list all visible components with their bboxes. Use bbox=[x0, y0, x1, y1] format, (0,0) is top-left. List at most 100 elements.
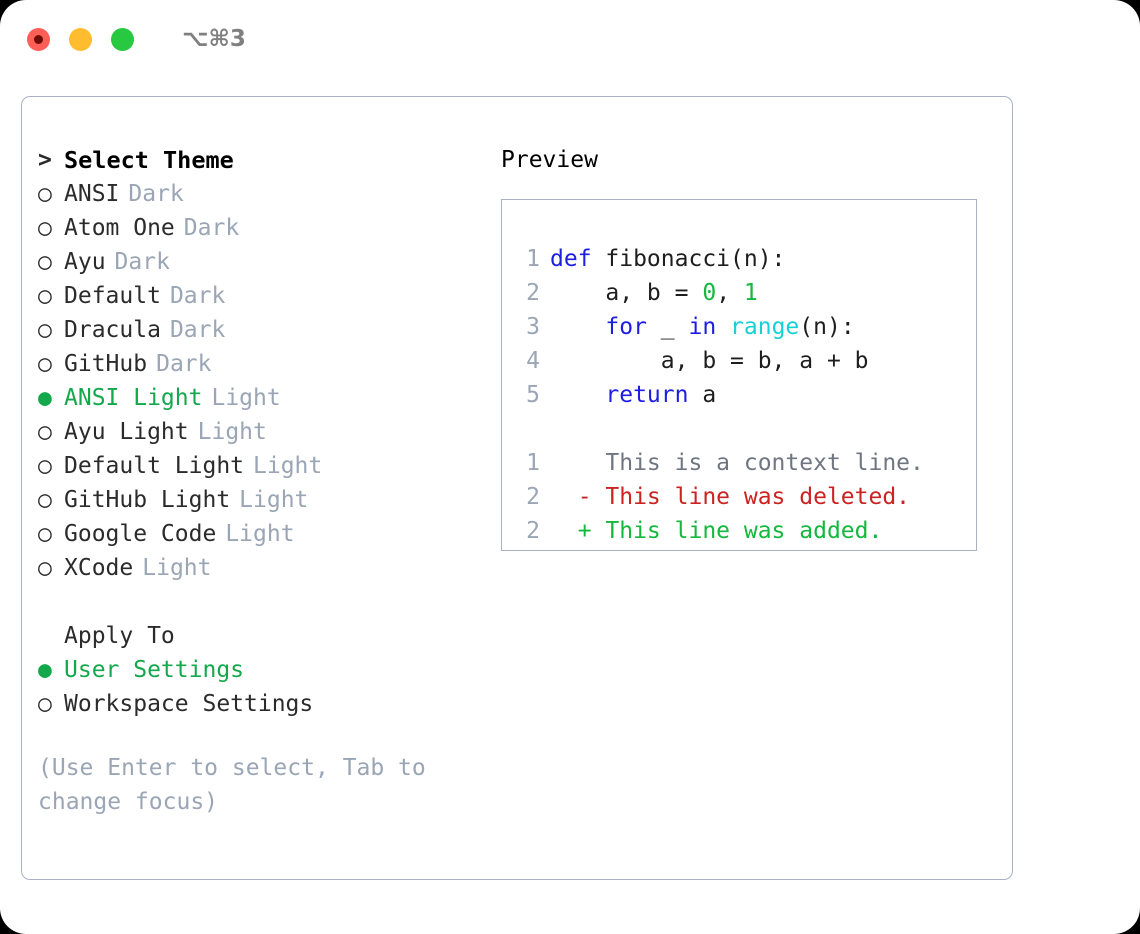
theme-variant-label: Light bbox=[142, 555, 212, 581]
theme-list-item[interactable]: ○Ayu Light Light bbox=[38, 415, 488, 449]
theme-list-item[interactable]: ○Default Dark bbox=[38, 279, 488, 313]
code-line: 5 return a bbox=[502, 378, 976, 412]
theme-list-item[interactable]: ○ Atom One Dark bbox=[38, 211, 488, 245]
theme-list-item[interactable]: ○ ANSI Dark bbox=[38, 177, 488, 211]
radio-selected-icon: ● bbox=[38, 657, 52, 683]
theme-variant-label: Dark bbox=[128, 181, 184, 207]
radio-unselected-icon: ○ bbox=[38, 215, 52, 241]
theme-name-label: ANSI bbox=[64, 181, 120, 207]
titlebar: ⌥⌘3 bbox=[0, 0, 1140, 78]
radio-unselected-icon: ○ bbox=[38, 181, 52, 207]
theme-list-item[interactable]: ○ Default Light Light bbox=[38, 449, 488, 483]
preview-title: Preview bbox=[501, 147, 598, 173]
diff-sample: 1 This is a context line.2 - This line w… bbox=[502, 446, 976, 548]
select-theme-heading-label: Select Theme bbox=[64, 146, 234, 174]
label-spacer bbox=[216, 521, 225, 547]
code-token bbox=[550, 314, 605, 340]
code-token: 1 bbox=[743, 280, 758, 306]
apply-to-option-label: User Settings bbox=[64, 657, 245, 683]
code-token: a, b = b, a + b bbox=[550, 348, 869, 374]
radio-unselected-icon: ○ bbox=[38, 249, 52, 275]
close-button[interactable] bbox=[27, 27, 50, 51]
diff-marker bbox=[550, 450, 592, 476]
theme-list-item[interactable]: ○GitHub Light Light bbox=[38, 483, 488, 517]
code-diff-gap bbox=[502, 412, 976, 446]
label-spacer bbox=[161, 317, 170, 343]
code-line: 2 a, b = 0, 1 bbox=[502, 276, 976, 310]
theme-name-label: GitHub bbox=[64, 351, 148, 377]
maximize-button[interactable] bbox=[111, 27, 134, 51]
theme-list-item[interactable]: ○ Dracula Dark bbox=[38, 313, 488, 347]
radio-unselected-icon: ○ bbox=[38, 351, 52, 377]
code-token: fibonacci(n): bbox=[591, 246, 786, 272]
apply-to-option-label: Workspace Settings bbox=[64, 691, 314, 717]
diff-line: 1 This is a context line. bbox=[502, 446, 976, 480]
theme-variant-label: Light bbox=[239, 487, 309, 513]
line-number: 3 bbox=[526, 314, 540, 340]
theme-variant-label: Dark bbox=[114, 249, 170, 275]
radio-unselected-icon: ○ bbox=[38, 487, 52, 513]
diff-text: This line was deleted. bbox=[591, 484, 911, 510]
minimize-button[interactable] bbox=[69, 27, 92, 51]
select-theme-heading: >Select Theme bbox=[38, 143, 488, 177]
theme-name-label: Default Light bbox=[64, 453, 245, 479]
theme-selector-panel: >Select Theme ○ANSI Dark○Atom One Dark○A… bbox=[38, 143, 488, 819]
code-token: range bbox=[730, 314, 800, 340]
theme-name-label: Google Code bbox=[64, 521, 217, 547]
theme-list-item[interactable]: ●ANSI Light Light bbox=[38, 381, 488, 415]
label-spacer bbox=[106, 249, 115, 275]
theme-variant-label: Dark bbox=[156, 351, 212, 377]
theme-name-label: Dracula bbox=[64, 317, 161, 343]
keyboard-shortcut-label: ⌥⌘3 bbox=[182, 26, 246, 52]
radio-unselected-icon: ○ bbox=[38, 317, 52, 343]
apply-to-heading-indent: ○ bbox=[38, 623, 64, 649]
code-token: in bbox=[688, 314, 717, 340]
radio-unselected-icon: ○ bbox=[38, 453, 52, 479]
theme-name-label: Atom One bbox=[64, 215, 175, 241]
theme-list: ○ANSI Dark○Atom One Dark○Ayu Dark○Defaul… bbox=[38, 177, 488, 585]
radio-unselected-icon: ○ bbox=[38, 555, 52, 581]
label-spacer bbox=[189, 419, 198, 445]
content-frame: >Select Theme ○ANSI Dark○Atom One Dark○A… bbox=[21, 96, 1013, 880]
line-number: 1 bbox=[526, 450, 540, 476]
code-token: a bbox=[688, 382, 717, 408]
theme-variant-label: Dark bbox=[169, 317, 226, 343]
theme-variant-label: Dark bbox=[169, 283, 226, 309]
theme-name-label: ANSI Light bbox=[64, 385, 203, 411]
line-number: 2 bbox=[526, 518, 540, 544]
code-token bbox=[716, 314, 730, 340]
code-token bbox=[550, 382, 605, 408]
label-spacer bbox=[147, 351, 156, 377]
code-token: for bbox=[605, 314, 647, 340]
theme-list-item[interactable]: ○XCode Light bbox=[38, 551, 488, 585]
theme-variant-label: Dark bbox=[183, 215, 240, 241]
window-controls bbox=[27, 27, 134, 51]
theme-list-item[interactable]: ○ Ayu Dark bbox=[38, 245, 488, 279]
theme-variant-label: Light bbox=[225, 521, 295, 547]
line-number: 4 bbox=[526, 348, 540, 374]
diff-line: 2 + This line was added. bbox=[502, 514, 976, 548]
code-line: 3 for _ in range(n): bbox=[502, 310, 976, 344]
code-token: a, b = bbox=[550, 280, 703, 306]
keyboard-hint-text: (Use Enter to select, Tab to change focu… bbox=[38, 755, 426, 815]
apply-to-option[interactable]: ● User Settings bbox=[38, 653, 488, 687]
code-token: (n): bbox=[799, 314, 855, 340]
theme-variant-label: Light bbox=[253, 453, 323, 479]
line-number: 1 bbox=[526, 246, 540, 272]
radio-unselected-icon: ○ bbox=[38, 419, 52, 445]
apply-to-option[interactable]: ○Workspace Settings bbox=[38, 687, 488, 721]
label-spacer bbox=[175, 215, 184, 241]
label-spacer bbox=[202, 385, 211, 411]
theme-name-label: Ayu bbox=[64, 249, 106, 275]
theme-list-item[interactable]: ○Google Code Light bbox=[38, 517, 488, 551]
label-spacer bbox=[119, 181, 128, 207]
label-spacer bbox=[133, 555, 142, 581]
code-token: return bbox=[605, 382, 689, 408]
diff-marker: + bbox=[550, 518, 592, 544]
theme-list-item[interactable]: ○ GitHub Dark bbox=[38, 347, 488, 381]
theme-variant-label: Light bbox=[211, 385, 281, 411]
